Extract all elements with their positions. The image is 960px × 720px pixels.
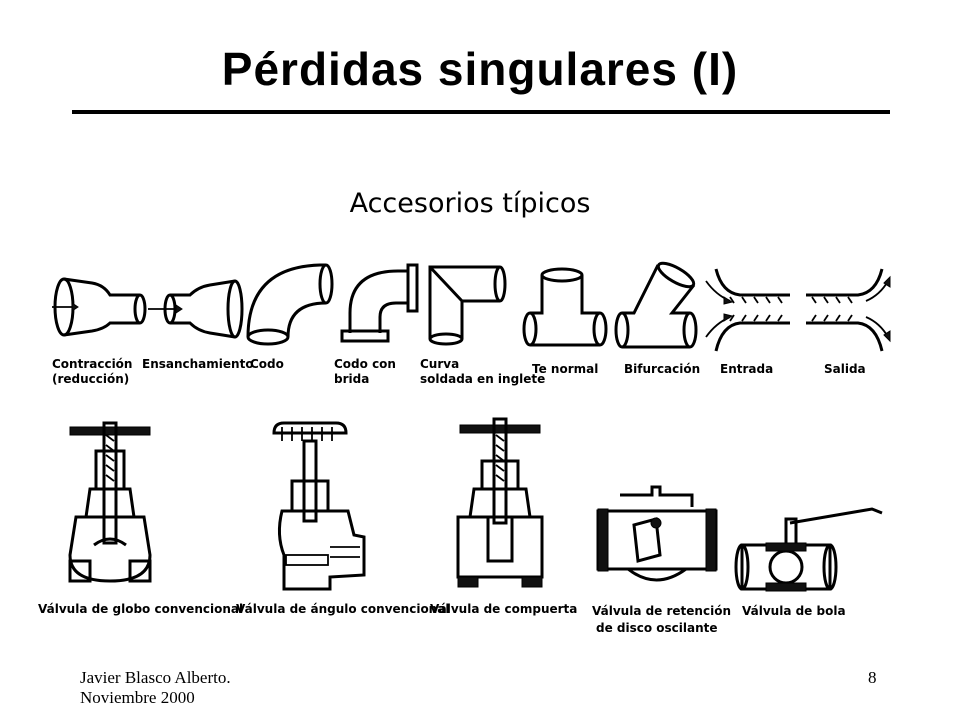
fittings-illustration: Contracción (reducción) Ensanchamiento C… xyxy=(38,261,891,635)
fitting-label-contraccion: Contracción (reducción) xyxy=(52,357,137,386)
slide-title: Pérdidas singulares (I) xyxy=(221,43,739,95)
fitting-label-ensanchamiento: Ensanchamiento xyxy=(142,357,254,371)
fitting-label-curva: Curva soldada en inglete xyxy=(420,357,545,386)
elbow-fitting-icon xyxy=(246,263,334,346)
angle-valve-icon xyxy=(272,421,366,591)
fitting-label-codo-con-brida: Codo con brida xyxy=(334,357,400,386)
tee-fitting-icon xyxy=(522,267,608,347)
footer-author-block: Javier Blasco Alberto. Noviembre 2000 xyxy=(80,668,231,708)
mitered-bend-fitting-icon xyxy=(428,265,507,346)
pipe-outlet-icon xyxy=(806,268,891,352)
branch-fitting-icon xyxy=(614,261,698,349)
pipe-inlet-icon xyxy=(705,268,790,352)
fitting-label-te-normal: Te normal xyxy=(532,362,598,376)
gate-valve-icon xyxy=(456,417,544,588)
valve-label-angulo: Válvula de ángulo convencional xyxy=(236,602,449,616)
flanged-elbow-fitting-icon xyxy=(340,263,419,343)
page-number: 8 xyxy=(868,668,877,687)
fitting-label-entrada: Entrada xyxy=(720,362,773,376)
expansion-fitting-icon xyxy=(148,279,244,339)
slide-subtitle: Accesorios típicos xyxy=(349,188,591,219)
fitting-label-salida: Salida xyxy=(824,362,866,376)
valve-label-globo: Válvula de globo convencional xyxy=(38,602,243,616)
fitting-label-codo: Codo xyxy=(250,357,284,371)
title-underline xyxy=(72,110,890,114)
fitting-label-bifurcacion: Bifurcación xyxy=(624,362,700,376)
valve-label-compuerta: Válvula de compuerta xyxy=(430,602,577,616)
footer-date: Noviembre 2000 xyxy=(80,688,195,707)
valve-label-retencion: Válvula de retención de disco oscilante xyxy=(592,604,735,635)
globe-valve-icon xyxy=(68,421,152,583)
footer-author: Javier Blasco Alberto. xyxy=(80,668,231,687)
valve-label-bola: Válvula de bola xyxy=(742,604,846,618)
contraction-fitting-icon xyxy=(52,277,147,337)
ball-valve-icon xyxy=(734,507,883,592)
swing-check-valve-icon xyxy=(596,485,718,582)
